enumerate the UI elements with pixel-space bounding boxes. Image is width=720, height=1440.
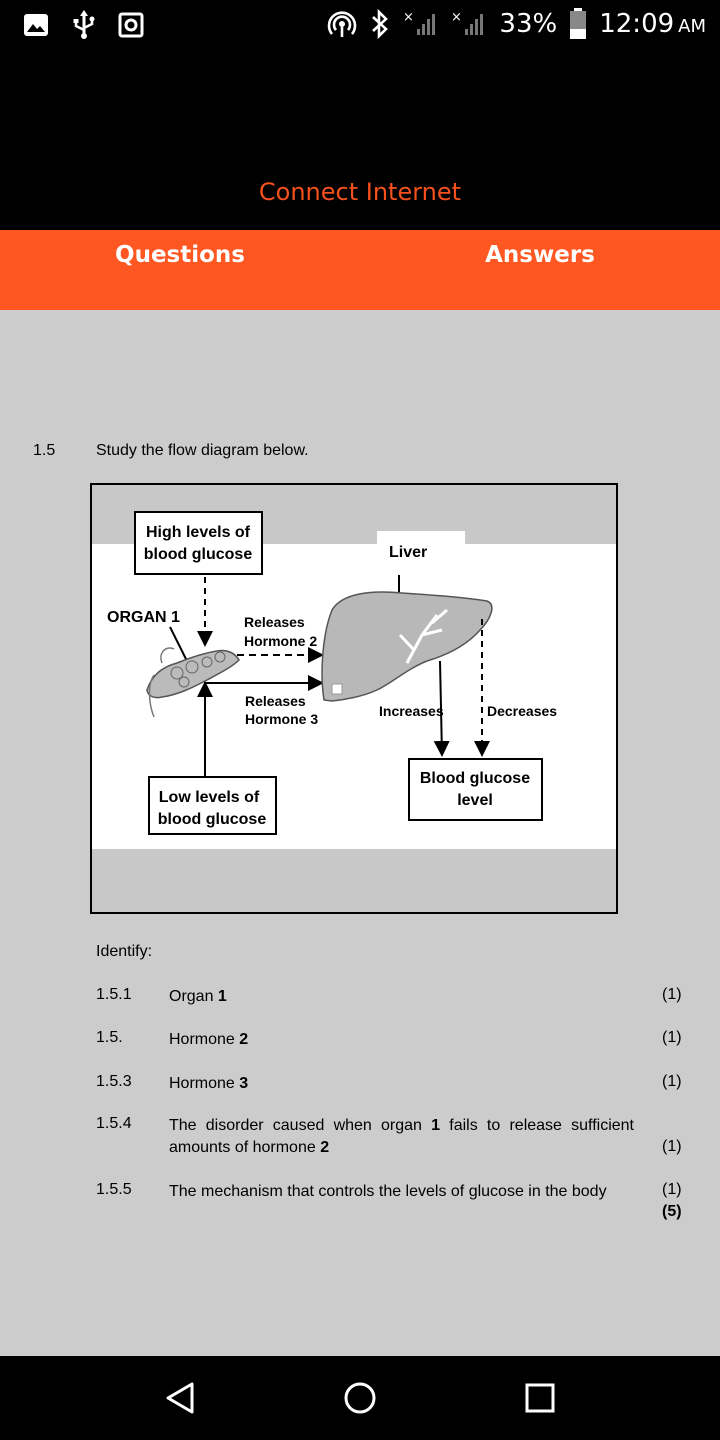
decreases-label: Decreases bbox=[487, 703, 557, 719]
svg-text:blood glucose: blood glucose bbox=[144, 546, 253, 563]
marks: (1) bbox=[662, 1181, 682, 1199]
tab-questions[interactable]: Questions bbox=[0, 242, 360, 268]
recents-icon[interactable] bbox=[520, 1378, 560, 1418]
tab-bar: Questions Answers bbox=[0, 230, 720, 310]
identify-heading: Identify: bbox=[96, 943, 152, 961]
svg-text:High levels of: High levels of bbox=[146, 524, 251, 541]
blood-glucose-box: Blood glucose level bbox=[409, 759, 542, 820]
high-glucose-box: High levels of blood glucose bbox=[135, 512, 262, 574]
hotspot-icon bbox=[327, 9, 357, 39]
screenshot-icon bbox=[118, 12, 144, 38]
svg-text:Hormone 3: Hormone 3 bbox=[245, 711, 318, 727]
question-page: 1.5 Study the flow diagram below. High l… bbox=[0, 310, 720, 1356]
svg-text:blood glucose: blood glucose bbox=[158, 811, 267, 828]
svg-text:Hormone 2: Hormone 2 bbox=[244, 633, 317, 649]
battery-percent: 33% bbox=[499, 9, 557, 39]
question-prompt: Study the flow diagram below. bbox=[96, 442, 309, 460]
releases-hormone-2-label: Releases bbox=[244, 614, 305, 630]
svg-text:Blood glucose: Blood glucose bbox=[420, 770, 530, 787]
marks: (1) bbox=[662, 1073, 682, 1091]
low-glucose-box: Low levels of blood glucose bbox=[149, 777, 276, 834]
marks: (1) bbox=[662, 1029, 682, 1047]
usb-icon bbox=[72, 10, 96, 40]
svg-text:Low levels of: Low levels of bbox=[159, 789, 260, 806]
home-icon[interactable] bbox=[340, 1378, 380, 1418]
increases-label: Increases bbox=[379, 703, 444, 719]
marks: (1) bbox=[662, 986, 682, 1004]
signal-off-icon: × bbox=[403, 9, 439, 39]
svg-text:×: × bbox=[403, 10, 414, 25]
question-number: 1.5 bbox=[33, 442, 55, 460]
bluetooth-icon bbox=[369, 9, 391, 39]
marks: (1) bbox=[662, 1138, 682, 1156]
organ-label: ORGAN 1 bbox=[107, 609, 180, 626]
liver-label: Liver bbox=[389, 544, 427, 561]
total-marks: (5) bbox=[662, 1203, 682, 1221]
navigation-bar bbox=[0, 1356, 720, 1440]
tab-answers[interactable]: Answers bbox=[360, 242, 720, 268]
flow-diagram: High levels of blood glucose Liver ORGAN… bbox=[90, 483, 618, 914]
battery-icon bbox=[569, 8, 587, 40]
svg-text:level: level bbox=[457, 792, 493, 809]
signal-off-icon: × bbox=[451, 9, 487, 39]
connect-internet-link[interactable]: Connect Internet bbox=[0, 178, 720, 206]
svg-text:×: × bbox=[451, 10, 462, 25]
back-icon[interactable] bbox=[160, 1378, 200, 1418]
releases-hormone-3-label: Releases bbox=[245, 693, 306, 709]
image-icon bbox=[22, 11, 50, 39]
